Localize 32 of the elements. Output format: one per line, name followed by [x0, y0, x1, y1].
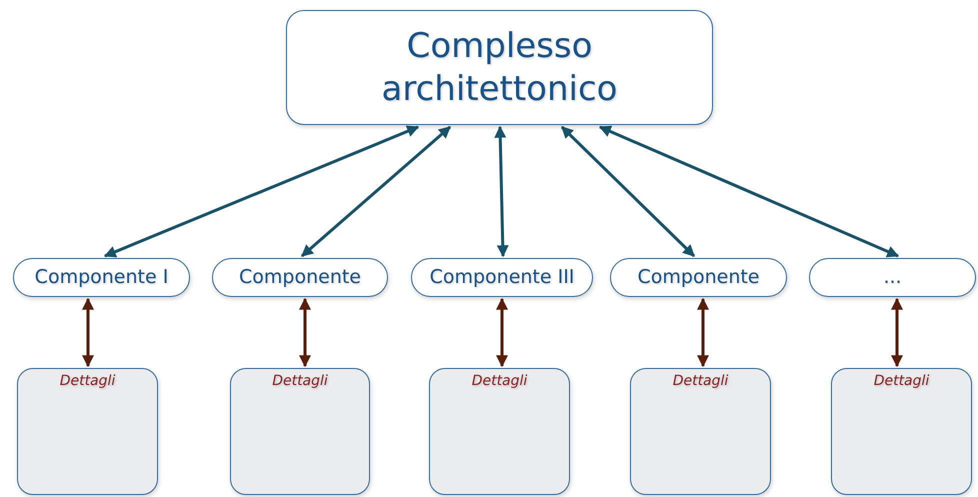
- double-arrow: [891, 298, 903, 368]
- box-label: Dettagli: [472, 372, 528, 390]
- detail-box: [429, 368, 570, 495]
- box-label: Dettagli: [874, 372, 930, 390]
- box-label: Componente III: [430, 266, 574, 289]
- component-box: [411, 258, 593, 297]
- component-box: [610, 258, 787, 297]
- double-arrow: [496, 298, 508, 368]
- double-arrow: [104, 126, 420, 258]
- box-label: Componente: [638, 266, 760, 289]
- box-label: Complesso architettonico: [380, 25, 618, 110]
- component-box: [809, 258, 976, 297]
- detail-box: [630, 368, 771, 495]
- double-arrow: [299, 298, 311, 368]
- box-label: ...: [883, 266, 902, 289]
- double-arrow: [301, 126, 451, 258]
- double-arrow: [697, 298, 709, 368]
- double-arrow: [560, 126, 696, 258]
- box-label: Dettagli: [272, 372, 328, 390]
- component-box: [212, 258, 388, 297]
- detail-box: [17, 368, 158, 495]
- component-box: [13, 258, 190, 297]
- double-arrow: [598, 126, 900, 258]
- box-label: Dettagli: [60, 372, 116, 390]
- main-box: [286, 10, 713, 125]
- box-label: Dettagli: [672, 372, 728, 390]
- box-label: Componente I: [34, 266, 168, 289]
- detail-box: [230, 368, 370, 495]
- box-label: Componente: [239, 266, 361, 289]
- double-arrow: [494, 126, 509, 258]
- detail-box: [831, 368, 972, 495]
- double-arrow: [82, 298, 94, 368]
